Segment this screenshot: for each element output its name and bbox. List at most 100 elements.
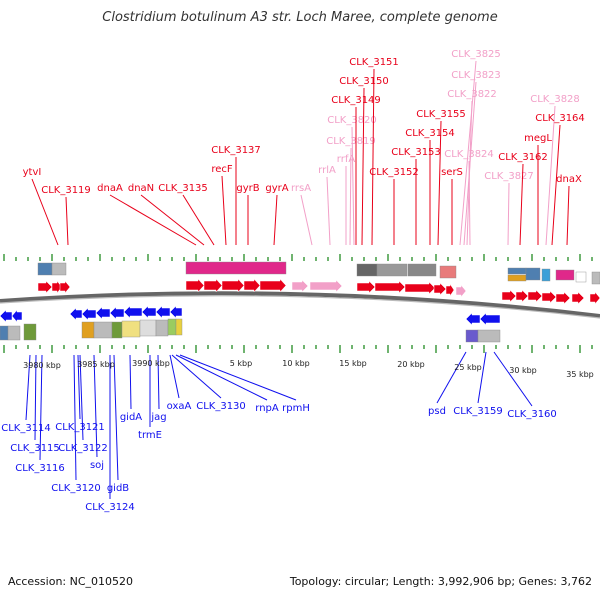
cog-color-bars [0, 261, 600, 343]
reverse-gene-arrow [109, 306, 125, 320]
accession-text: Accession: NC_010520 [8, 575, 134, 588]
cog-category-bar [525, 267, 541, 281]
reverse-gene-arrow [479, 312, 501, 326]
cog-category-bar [185, 261, 287, 275]
gene-label-clk-3124: CLK_3124 [85, 502, 135, 513]
cog-category-bar [541, 268, 551, 282]
cog-category-bar [93, 321, 113, 339]
forward-gene-arrow [445, 283, 455, 297]
leader-line [507, 182, 510, 246]
gene-label-dnaa: dnaA [97, 183, 123, 194]
leader-line [175, 354, 268, 401]
cog-category-bar [477, 329, 501, 343]
leader-line [351, 126, 355, 246]
gene-label-clk-3153: CLK_3153 [391, 147, 441, 158]
forward-gene-arrow [259, 278, 287, 293]
gene-label-recf: recF [211, 164, 233, 175]
gene-label-rrfa: rrfA [337, 154, 356, 165]
forward-gene-arrow [203, 278, 223, 293]
forward-gene-arrow [589, 291, 600, 305]
forward-gene-arrow [433, 282, 447, 296]
forward-gene-arrow [51, 280, 63, 294]
leader-line [179, 354, 297, 401]
leader-line [171, 354, 222, 399]
cog-category-bar [0, 325, 9, 341]
gene-label-clk-3820: CLK_3820 [327, 115, 377, 126]
gene-label-gida: gidA [120, 412, 142, 423]
gene-label-psd: psd [428, 406, 446, 417]
gene-label-ytvi: ytvI [23, 167, 42, 178]
cog-category-bar [7, 325, 21, 341]
leader-line [273, 194, 278, 246]
forward-gene-arrow [541, 290, 557, 304]
leader-line [93, 354, 98, 458]
leader-line [477, 351, 487, 404]
gene-label-oxaa: oxaA [167, 401, 192, 412]
gene-label-clk-3822: CLK_3822 [447, 89, 497, 100]
leader-line [65, 196, 69, 246]
cog-category-bar [555, 269, 575, 281]
gene-label-megl: megL [524, 133, 552, 144]
gene-label-clk-3115: CLK_3115 [10, 443, 60, 454]
backbone-highlight [0, 295, 600, 319]
leader-line [361, 87, 365, 246]
forward-gene-arrow [527, 289, 543, 303]
gene-label-rpmh: rpmH [282, 403, 310, 414]
cog-category-bar [23, 323, 37, 341]
scale-label: 30 kbp [509, 366, 537, 375]
gene-label-rnpa: rnpA [255, 403, 279, 414]
cog-category-bar [155, 319, 169, 337]
cog-category-bar [51, 262, 67, 276]
gene-label-trme: trmE [138, 430, 162, 441]
scale-label: 15 kbp [339, 359, 367, 368]
cog-category-bar [111, 321, 123, 339]
cog-category-bar [81, 321, 95, 339]
gene-label-clk-3827: CLK_3827 [484, 171, 534, 182]
cog-category-bar [167, 318, 177, 336]
forward-gene-arrow [404, 281, 436, 295]
cog-category-bar [507, 267, 527, 275]
gene-label-clk-3160: CLK_3160 [507, 409, 557, 420]
cog-category-bar [575, 271, 587, 283]
cog-category-bar [591, 271, 600, 285]
gene-label-clk-3159: CLK_3159 [453, 406, 503, 417]
leader-line [371, 68, 375, 246]
gene-label-clk-3823: CLK_3823 [451, 70, 501, 81]
leader-line [25, 354, 31, 421]
leader-line [566, 185, 570, 246]
scale-label: 35 kbp [566, 370, 594, 379]
gene-label-jag: jag [150, 412, 166, 423]
bottom-gene-labels: CLK_3114CLK_3115CLK_3116CLK_3121CLK_3122… [1, 351, 557, 513]
scale-label: 10 kbp [282, 359, 310, 368]
forward-gene-arrow [515, 289, 529, 303]
leader-line [113, 354, 119, 481]
forward-gene-arrow [37, 280, 53, 294]
cog-category-bar [465, 329, 479, 343]
gene-label-clk-3121: CLK_3121 [55, 422, 105, 433]
cog-category-bar [439, 265, 457, 279]
gene-label-clk-3824: CLK_3824 [444, 149, 494, 160]
forward-gene-arrow [455, 284, 467, 298]
reverse-gene-arrow [169, 305, 183, 319]
cog-category-bar [507, 274, 527, 282]
gene-label-clk-3116: CLK_3116 [15, 463, 65, 474]
reverse-gene-arrow [0, 309, 13, 323]
forward-gene-arrow [221, 278, 245, 293]
gene-label-clk-3825: CLK_3825 [451, 49, 501, 60]
leader-line [545, 105, 556, 246]
leader-line [129, 354, 132, 410]
reverse-gene-arrow [81, 307, 97, 321]
leader-line [436, 351, 467, 404]
gene-label-gyrb: gyrB [236, 183, 259, 194]
cog-category-bar [37, 262, 53, 276]
leader-line [221, 175, 227, 246]
leader-line [300, 194, 313, 246]
leader-line [437, 120, 442, 246]
reverse-gene-arrow [465, 312, 481, 326]
scale-label: 3985 kbp [77, 360, 115, 369]
forward-gene-arrow [59, 280, 71, 294]
reverse-gene-arrow [155, 305, 171, 319]
